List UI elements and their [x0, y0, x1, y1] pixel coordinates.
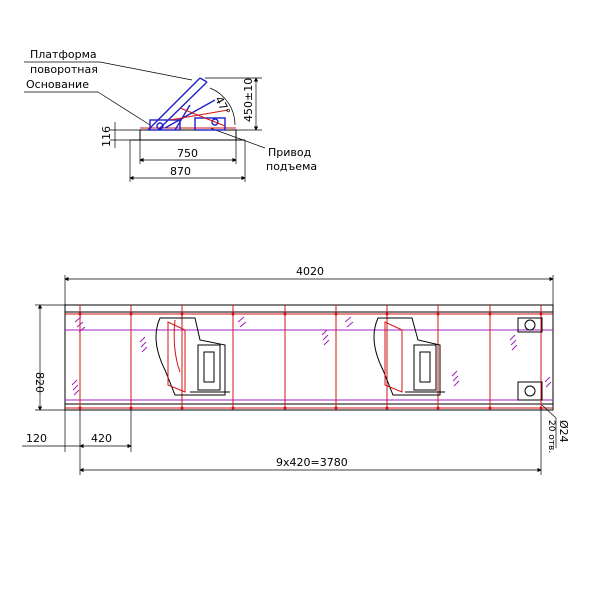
- svg-text:870: 870: [170, 165, 191, 178]
- dim-pitch-total: 9x420=3780: [79, 410, 542, 475]
- svg-text:Ø24: Ø24: [557, 420, 570, 443]
- pitch-lines: [79, 305, 542, 410]
- label-drive-line2: подъема: [266, 160, 317, 173]
- lift-unit-2: [373, 317, 445, 396]
- angle-arc: [209, 87, 236, 126]
- side-view: Платформа поворотная Основание: [24, 48, 317, 182]
- label-drive-line1: Привод: [268, 146, 312, 159]
- svg-text:820: 820: [33, 372, 46, 393]
- svg-text:420: 420: [91, 432, 112, 445]
- svg-text:20 отв.: 20 отв.: [546, 420, 556, 453]
- end-detail: [517, 317, 543, 401]
- svg-text:450±10: 450±10: [242, 78, 255, 122]
- dim-pitch: 420: [79, 410, 132, 452]
- label-platform-line1: Платформа: [30, 48, 97, 61]
- plan-outer-frame: [64, 304, 554, 411]
- hatch-marks: [71, 316, 552, 396]
- svg-text:4020: 4020: [296, 265, 324, 278]
- mounting-holes: [78, 312, 543, 410]
- dim-offset: 120: [22, 410, 81, 475]
- label-base: Основание: [26, 78, 89, 91]
- dim-width-inner: 750: [139, 140, 237, 164]
- label-platform-line2: поворотная: [30, 63, 98, 76]
- base-plate: [139, 129, 237, 141]
- hole-callout: Ø24 20 отв.: [541, 404, 570, 453]
- dim-width: 820: [33, 304, 65, 411]
- svg-text:120: 120: [26, 432, 47, 445]
- dim-lift-height: 450±10: [205, 77, 262, 131]
- leader-lines: [24, 61, 266, 149]
- dim-width-outer: 870: [129, 140, 246, 182]
- svg-text:9x420=3780: 9x420=3780: [276, 456, 348, 469]
- dim-total-length: 4020: [64, 265, 554, 305]
- dim-base-height: 116: [100, 122, 140, 148]
- lift-mechanism: [147, 77, 229, 131]
- svg-text:750: 750: [177, 147, 198, 160]
- lift-unit-1: [155, 317, 230, 396]
- plan-view: 4020: [22, 265, 570, 475]
- svg-text:116: 116: [100, 126, 113, 147]
- angle-label: 47°: [212, 94, 233, 117]
